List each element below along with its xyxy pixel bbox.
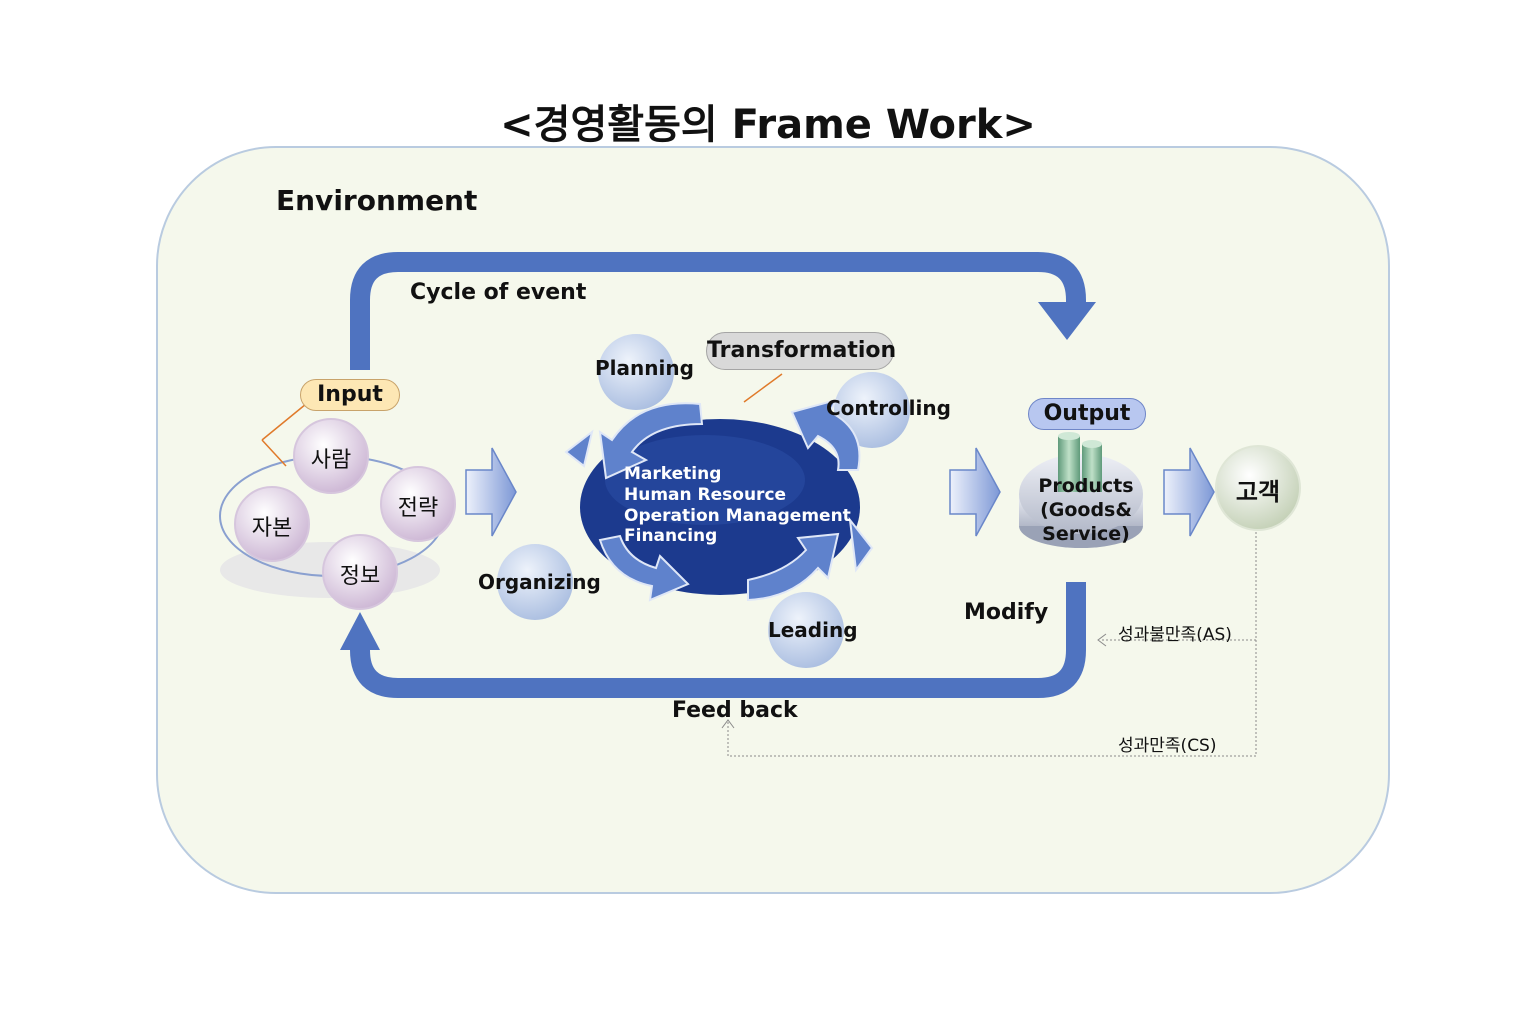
core-marketing: Marketing: [624, 464, 722, 484]
transformation-to-output-arrow: [949, 447, 1001, 537]
input-circle-strategy: [380, 466, 456, 542]
core-human-resource: Human Resource: [624, 485, 787, 505]
planning-bubble: [598, 334, 674, 410]
input-strategy-label: 전략: [397, 496, 439, 521]
output-to-customer-arrow: [1163, 447, 1215, 537]
transformation-callout-line: [743, 373, 783, 403]
feedback-label: Feed back: [672, 698, 798, 723]
products-label: Products (Goods& Service): [1031, 474, 1141, 546]
cycle-arrows: [564, 398, 874, 602]
environment-label: Environment: [276, 184, 478, 217]
input-circle-people: [293, 418, 369, 494]
cycle-of-event-arrow: [350, 252, 1096, 370]
as-arrowhead: [1097, 633, 1107, 647]
controlling-bubble: [834, 372, 910, 448]
cycle-of-event-label: Cycle of event: [410, 280, 587, 305]
cs-arrowhead: [721, 719, 735, 729]
core-operation-management: Operation Management: [624, 506, 851, 526]
input-callout-line-2: [261, 439, 287, 467]
customer-circle: [1215, 445, 1301, 531]
customer-label: 고객: [1235, 478, 1281, 506]
transformation-core: [580, 419, 860, 595]
output-disk: [1019, 454, 1143, 548]
products-line-3: Service): [1042, 523, 1130, 545]
input-capital-label: 자본: [251, 516, 293, 541]
input-people-label: 사람: [310, 448, 352, 473]
as-label: 성과불만족(AS): [1118, 625, 1232, 645]
modify-label: Modify: [964, 600, 1049, 625]
input-label: Input: [300, 379, 400, 411]
controlling-label: Controlling: [826, 396, 951, 420]
page-title: <경영활동의 Frame Work>: [500, 102, 1036, 148]
input-information-label: 정보: [339, 564, 381, 589]
output-label: Output: [1028, 398, 1146, 430]
planning-label: Planning: [595, 356, 694, 380]
input-circle-information: [322, 534, 398, 610]
feedback-arrow: [340, 582, 1086, 698]
input-callout-line: [261, 403, 307, 441]
organizing-bubble: [497, 544, 573, 620]
products-line-1: Products: [1038, 475, 1134, 497]
core-financing: Financing: [624, 526, 718, 546]
input-to-transformation-arrow: [465, 447, 517, 537]
products-line-2: (Goods&: [1040, 499, 1132, 521]
leading-bubble: [768, 592, 844, 668]
cs-label: 성과만족(CS): [1118, 736, 1217, 756]
output-cylinders: [1058, 432, 1102, 492]
leading-label: Leading: [768, 618, 858, 642]
transformation-label: Transformation: [706, 332, 896, 370]
input-circle-capital: [234, 486, 310, 562]
organizing-label: Organizing: [478, 570, 601, 594]
satisfaction-lines: [727, 532, 1257, 757]
